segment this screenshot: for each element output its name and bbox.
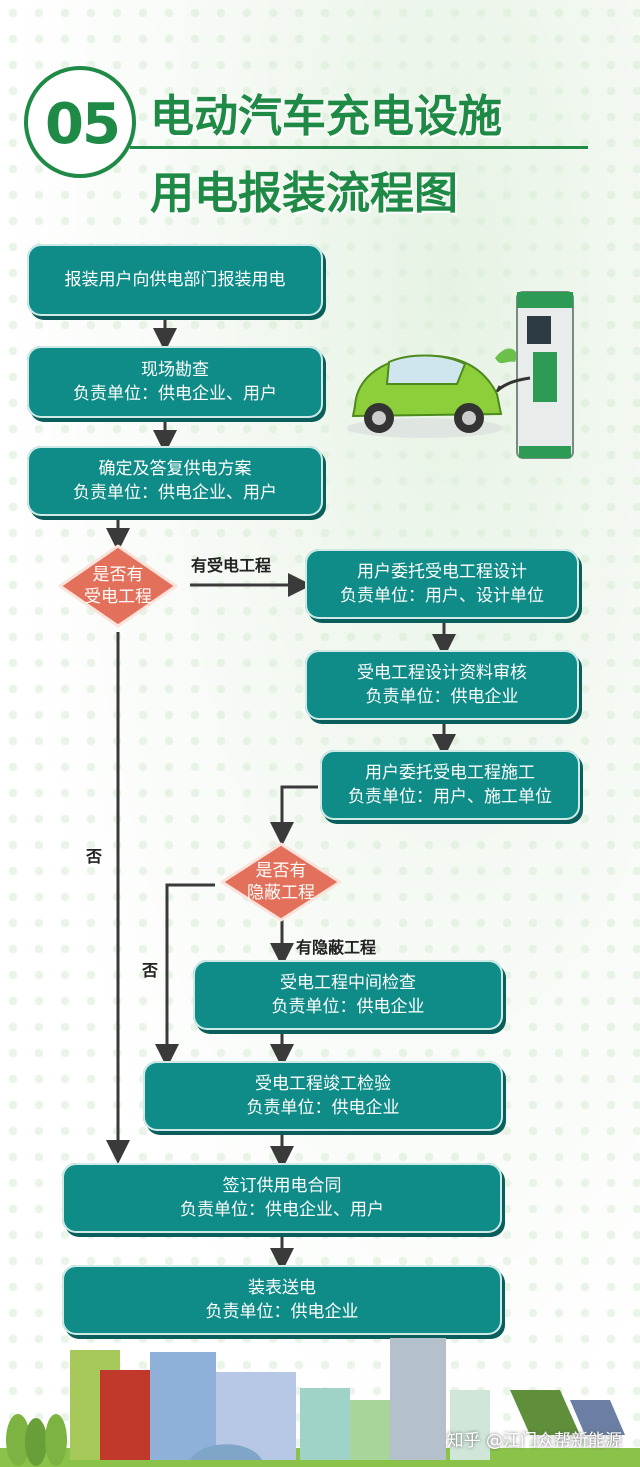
step-sign-contract-title: 签订供用电合同	[222, 1176, 342, 1196]
decision-power-project-line1: 是否有	[92, 565, 144, 585]
step-design-commission-detail: 负责单位：用户、设计单位	[340, 586, 544, 606]
title-number: 05	[45, 92, 121, 157]
ev-charging-illustration	[347, 291, 574, 459]
decision-concealed-project-line1: 是否有	[255, 861, 307, 881]
decision-concealed-project: 是否有 隐蔽工程	[220, 842, 342, 922]
step-completion-inspection-detail: 负责单位：供电企业	[246, 1098, 400, 1118]
step-apply: 报装用户向供电部门报装用电	[27, 244, 323, 316]
decision-concealed-project-line2: 隐蔽工程	[247, 883, 315, 903]
step-construction-commission: 用户委托受电工程施工 负责单位：用户、施工单位	[320, 750, 580, 820]
step-meter-power-on-title: 装表送电	[248, 1278, 316, 1298]
step-site-survey-title: 现场勘查	[141, 360, 209, 380]
decision-shape	[220, 842, 342, 922]
step-completion-inspection: 受电工程竣工检验 负责单位：供电企业	[143, 1061, 503, 1131]
step-site-survey: 现场勘查 负责单位：供电企业、用户	[27, 346, 323, 418]
edge-label-no-concealed-project: 否	[142, 961, 159, 980]
step-site-survey-detail: 负责单位：供电企业、用户	[73, 384, 277, 404]
step-intermediate-inspection-title: 受电工程中间检查	[280, 973, 416, 993]
title-line-2: 用电报装流程图	[150, 168, 458, 219]
step-apply-title: 报装用户向供电部门报装用电	[64, 270, 286, 290]
edge-label-has-concealed-project: 有隐蔽工程	[296, 938, 377, 957]
edge-label-has-power-project: 有受电工程	[191, 556, 272, 575]
watermark: 知乎 @江门众帮新能源	[446, 1431, 622, 1451]
step-design-review: 受电工程设计资料审核 负责单位：供电企业	[305, 650, 579, 720]
step-design-review-title: 受电工程设计资料审核	[357, 663, 527, 683]
step-meter-power-on-detail: 负责单位：供电企业	[205, 1302, 359, 1322]
title-line-1: 电动汽车充电设施	[150, 91, 502, 142]
step-design-commission-title: 用户委托受电工程设计	[357, 562, 527, 582]
edge-label-no-power-project: 否	[86, 847, 103, 866]
decision-power-project-line2: 受电工程	[84, 587, 152, 607]
title-number-circle	[24, 66, 136, 178]
decision-shape	[58, 544, 178, 628]
decision-power-project: 是否有 受电工程	[58, 544, 178, 628]
step-sign-contract-detail: 负责单位：供电企业、用户	[180, 1200, 384, 1220]
step-construction-commission-detail: 负责单位：用户、施工单位	[348, 787, 552, 807]
step-design-review-detail: 负责单位：供电企业	[365, 687, 519, 707]
step-completion-inspection-title: 受电工程竣工检验	[255, 1074, 391, 1094]
step-meter-power-on: 装表送电 负责单位：供电企业	[62, 1265, 502, 1335]
step-supply-plan: 确定及答复供电方案 负责单位：供电企业、用户	[27, 446, 323, 516]
step-supply-plan-detail: 负责单位：供电企业、用户	[73, 483, 277, 503]
city-skyline-illustration	[0, 1338, 640, 1467]
title-divider	[130, 146, 588, 149]
step-intermediate-inspection: 受电工程中间检查 负责单位：供电企业	[193, 960, 503, 1030]
step-sign-contract: 签订供用电合同 负责单位：供电企业、用户	[62, 1163, 502, 1233]
step-intermediate-inspection-detail: 负责单位：供电企业	[271, 997, 425, 1017]
step-design-commission: 用户委托受电工程设计 负责单位：用户、设计单位	[305, 549, 579, 619]
step-supply-plan-title: 确定及答复供电方案	[98, 459, 252, 479]
step-construction-commission-title: 用户委托受电工程施工	[365, 763, 535, 783]
